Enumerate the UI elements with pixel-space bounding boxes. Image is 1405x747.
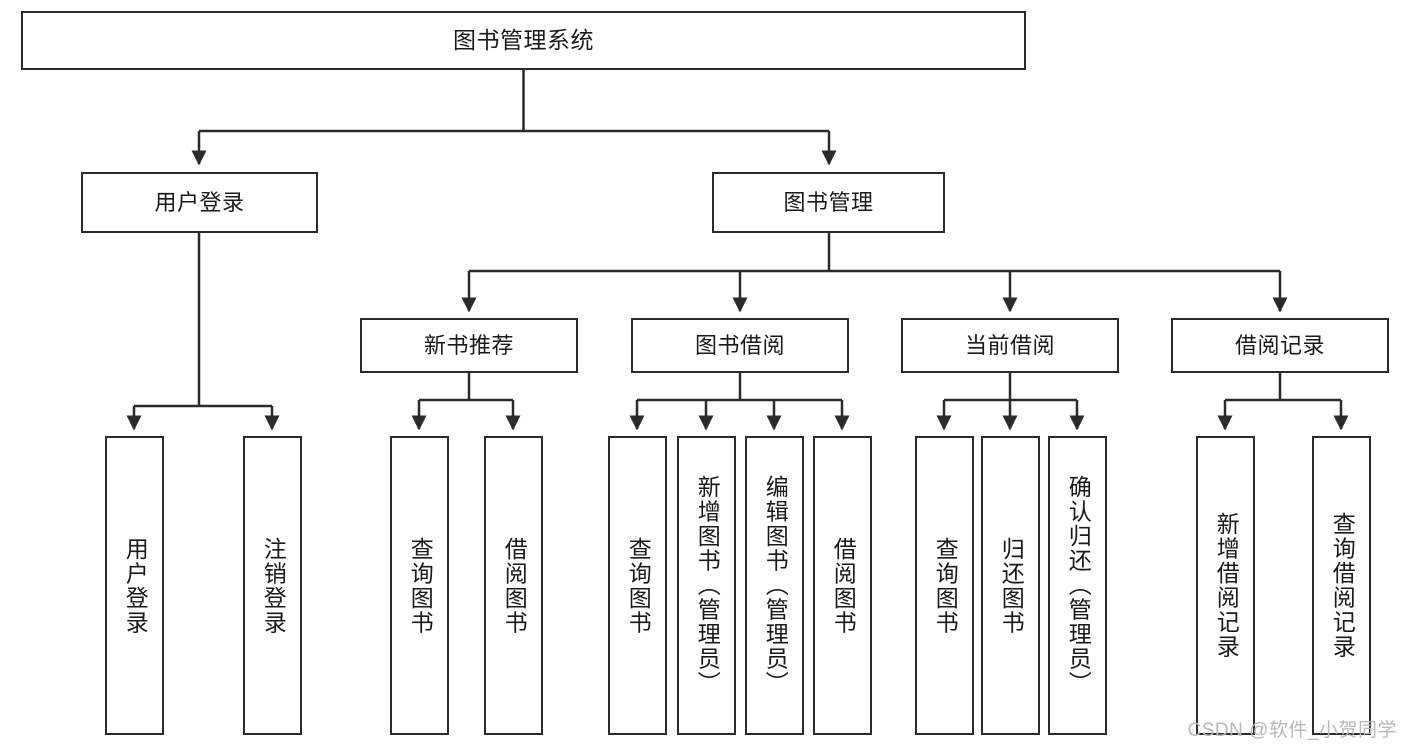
- node-root-system[interactable]: 图书管理系统: [21, 11, 1026, 70]
- node-label: 查询借阅记录: [1329, 512, 1356, 659]
- leaf-user-logout[interactable]: 注销登录: [243, 436, 302, 735]
- node-label: 查询图书: [407, 536, 434, 635]
- leaf-recommend-query-book[interactable]: 查询图书: [390, 436, 449, 735]
- node-label: 用户登录: [154, 189, 245, 215]
- node-label: 借阅记录: [1234, 332, 1325, 358]
- node-label: 查询图书: [625, 536, 652, 635]
- node-label: 编辑图书（管理员）: [762, 475, 789, 696]
- node-label: 新书推荐: [423, 332, 514, 358]
- node-user-login[interactable]: 用户登录: [81, 172, 318, 233]
- node-new-book-recommend[interactable]: 新书推荐: [360, 318, 578, 373]
- leaf-records-query-record[interactable]: 查询借阅记录: [1312, 436, 1371, 735]
- node-label: 新增借阅记录: [1213, 512, 1240, 659]
- leaf-current-confirm-return-admin[interactable]: 确认归还（管理员）: [1048, 436, 1107, 735]
- node-label: 图书管理系统: [453, 27, 594, 54]
- node-borrow-records[interactable]: 借阅记录: [1171, 318, 1389, 373]
- leaf-borrow-query-book[interactable]: 查询图书: [608, 436, 667, 735]
- leaf-recommend-borrow-book[interactable]: 借阅图书: [484, 436, 543, 735]
- watermark-text: CSDN @软件_小贺同学: [1187, 720, 1397, 741]
- node-book-borrow[interactable]: 图书借阅: [631, 318, 849, 373]
- node-label: 注销登录: [260, 536, 287, 635]
- node-label: 当前借阅: [964, 332, 1055, 358]
- node-current-borrow[interactable]: 当前借阅: [901, 318, 1119, 373]
- node-label: 确认归还（管理员）: [1065, 475, 1092, 696]
- leaf-borrow-edit-book-admin[interactable]: 编辑图书（管理员）: [745, 436, 804, 735]
- leaf-borrow-borrow-book[interactable]: 借阅图书: [813, 436, 872, 735]
- node-label: 图书管理: [783, 189, 874, 215]
- leaf-borrow-add-book-admin[interactable]: 新增图书（管理员）: [677, 436, 736, 735]
- node-label: 图书借阅: [694, 332, 785, 358]
- node-label: 归还图书: [998, 536, 1025, 635]
- node-label: 新增图书（管理员）: [694, 475, 721, 696]
- node-label: 用户登录: [122, 536, 149, 635]
- leaf-records-add-record[interactable]: 新增借阅记录: [1196, 436, 1255, 735]
- node-label: 借阅图书: [501, 536, 528, 635]
- node-book-management[interactable]: 图书管理: [712, 172, 945, 233]
- leaf-user-login[interactable]: 用户登录: [105, 436, 164, 735]
- leaf-current-return-book[interactable]: 归还图书: [981, 436, 1040, 735]
- node-label: 查询图书: [932, 536, 959, 635]
- leaf-current-query-book[interactable]: 查询图书: [915, 436, 974, 735]
- node-label: 借阅图书: [830, 536, 857, 635]
